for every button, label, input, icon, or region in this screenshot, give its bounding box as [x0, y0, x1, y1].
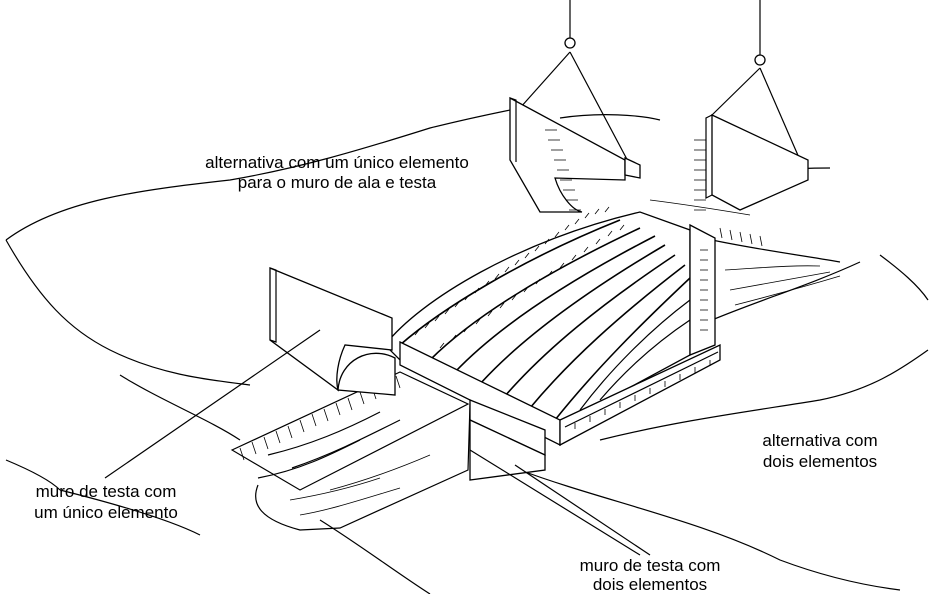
- lifted-headwall-two: [694, 0, 809, 211]
- label-headwall-single-line2: um único elemento: [34, 503, 178, 522]
- label-headwall-two-line1: muro de testa com: [580, 556, 721, 575]
- terrain-outline: [5, 107, 929, 594]
- headwall-single-element: [269, 267, 396, 396]
- leader-lines: [104, 329, 651, 556]
- headwall-two-elements: [399, 223, 721, 481]
- label-headwall-single-line1: muro de testa com: [36, 482, 177, 501]
- label-alt-single-line2: para o muro de ala e testa: [238, 173, 437, 192]
- label-alt-single-line1: alternativa com um único elemento: [205, 153, 469, 172]
- label-alt-two-line1: alternativa com: [762, 431, 877, 450]
- lifted-headwall-single: [509, 0, 641, 213]
- label-alt-two-line2: dois elementos: [763, 452, 877, 471]
- stream-channel: [230, 199, 861, 531]
- label-headwall-two-line2: dois elementos: [593, 575, 707, 594]
